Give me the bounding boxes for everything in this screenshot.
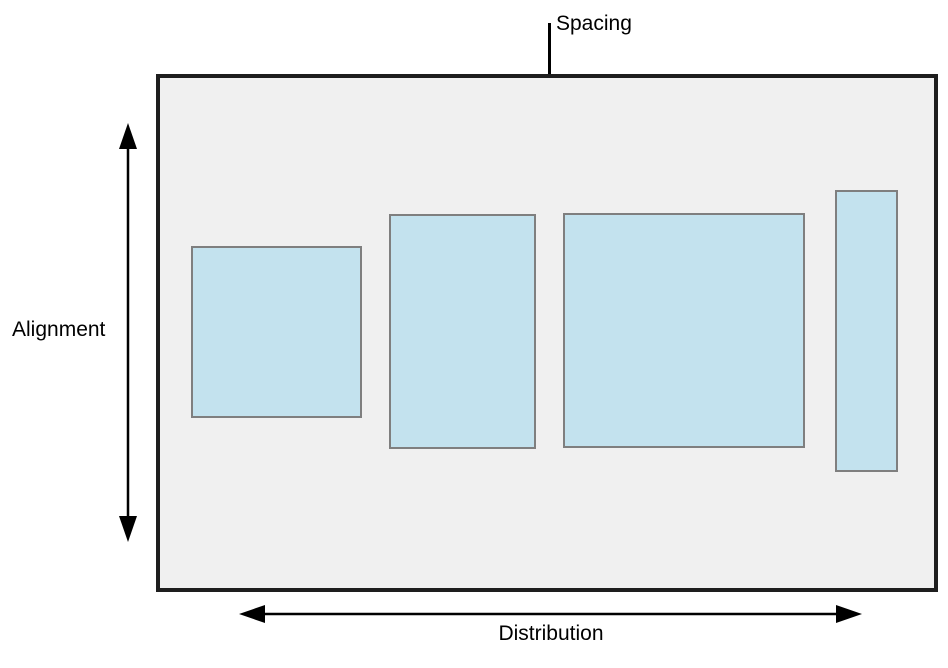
layout-item-3 (563, 213, 805, 448)
alignment-label: Alignment (12, 318, 106, 341)
layout-item-4 (835, 190, 898, 472)
layout-item-1 (191, 246, 362, 418)
alignment-double-arrow-icon (119, 123, 137, 542)
layout-item-2 (389, 214, 536, 449)
distribution-label: Distribution (498, 622, 604, 645)
distribution-double-arrow-icon (239, 605, 862, 623)
spacing-label: Spacing (556, 12, 632, 35)
